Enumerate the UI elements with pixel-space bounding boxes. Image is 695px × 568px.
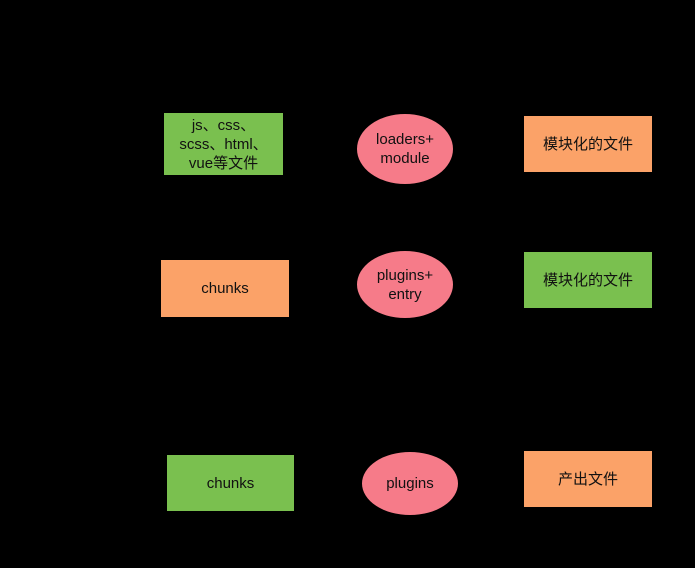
row2-output-label: 模块化的文件: [542, 271, 633, 289]
row2-process-label: plugins+ entry: [376, 266, 434, 303]
row3-output-label: 产出文件: [557, 470, 618, 488]
row1-input-label: js、css、 scss、html、 vue等文件: [179, 116, 268, 172]
row3-process-label: plugins: [386, 475, 434, 492]
row2-output-box: 模块化的文件: [523, 251, 653, 309]
row2-input-label: chunks: [201, 280, 249, 297]
row3-input-label: chunks: [206, 474, 255, 492]
row1-input-box: js、css、 scss、html、 vue等文件: [163, 112, 284, 176]
row1-process-ellipse: loaders+ module: [356, 113, 454, 185]
row1-output-box: 模块化的文件: [523, 115, 653, 173]
row2-input-box: chunks: [160, 259, 290, 318]
row2-process-ellipse: plugins+ entry: [356, 250, 454, 319]
row3-output-box: 产出文件: [523, 450, 653, 508]
row3-process-ellipse: plugins: [361, 451, 459, 516]
row1-output-label: 模块化的文件: [542, 135, 633, 153]
row1-process-label: loaders+ module: [376, 131, 434, 167]
row3-input-box: chunks: [166, 454, 295, 512]
